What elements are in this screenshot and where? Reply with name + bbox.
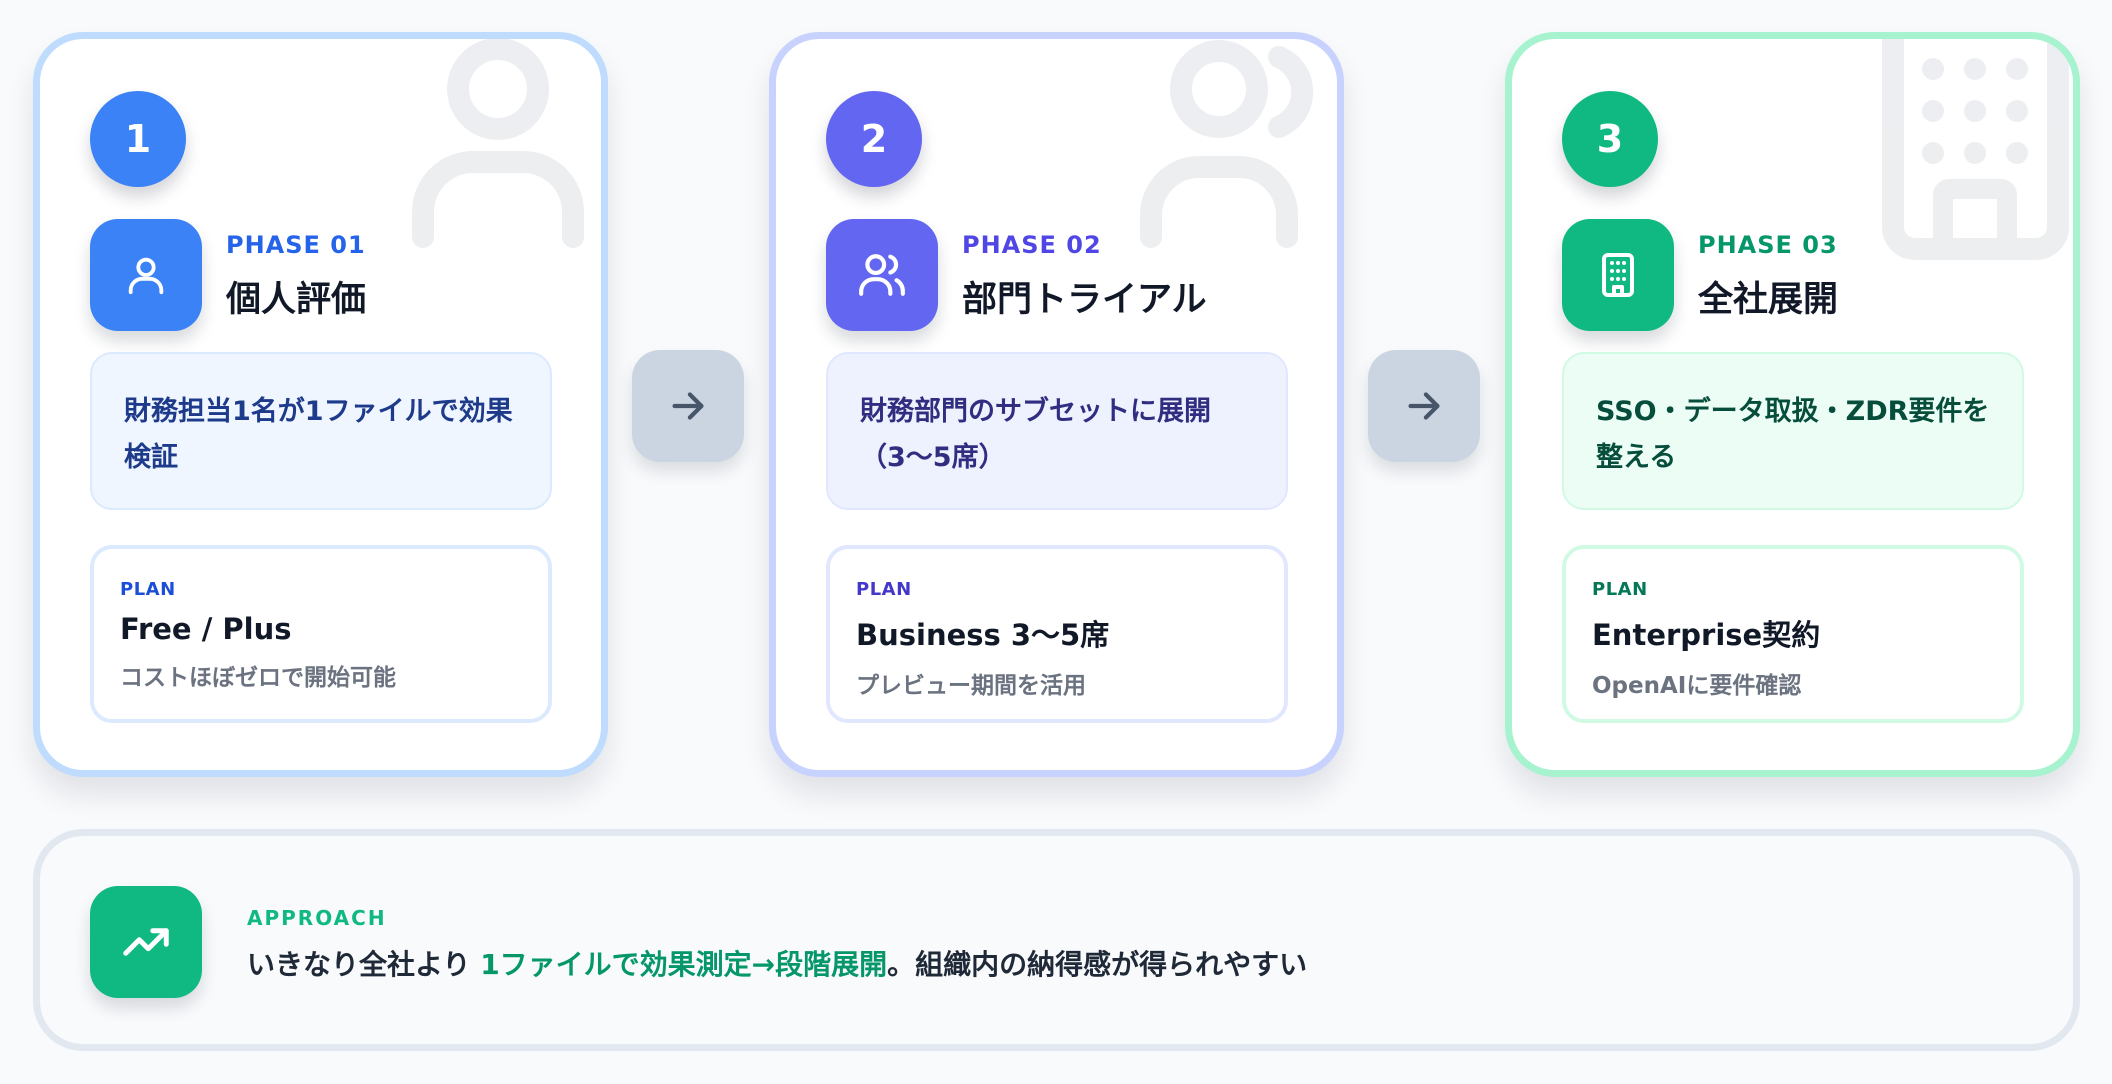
phase-card-3: 3 PHASE 03 全社展開 SSO・データ取扱・ZDR要件を整える PLAN… [1505, 32, 2080, 777]
user-watermark-icon [412, 39, 584, 248]
phase-description: 財務部門のサブセットに展開（3〜5席） [826, 352, 1288, 510]
plan-box: PLAN Business 3〜5席 プレビュー期間を活用 [826, 545, 1288, 723]
users-icon [826, 219, 938, 331]
plan-note: プレビュー期間を活用 [856, 673, 1086, 699]
building-icon [1562, 219, 1674, 331]
users-watermark-icon [1140, 40, 1314, 248]
phase-title: 部門トライアル [962, 280, 1207, 320]
plan-note: OpenAIに要件確認 [1592, 673, 1802, 699]
phase-title: 個人評価 [226, 280, 367, 320]
phase-card-2: 2 PHASE 02 部門トライアル 財務部門のサブセットに展開（3〜5席） P… [769, 32, 1344, 777]
arrow-right-icon [1368, 350, 1480, 462]
plan-name: Business 3〜5席 [856, 618, 1110, 652]
phase-number-badge: 1 [90, 91, 186, 187]
phase-title: 全社展開 [1698, 280, 1839, 320]
phase-description: SSO・データ取扱・ZDR要件を整える [1562, 352, 2024, 510]
plan-note: コストほぼゼロで開始可能 [120, 665, 396, 691]
phase-description: 財務担当1名が1ファイルで効果検証 [90, 352, 552, 510]
approach-label: APPROACH [247, 906, 387, 930]
phase-label: PHASE 03 [1698, 231, 1838, 259]
plan-name: Enterprise契約 [1592, 618, 1821, 652]
phase-card-1: 1 PHASE 01 個人評価 財務担当1名が1ファイルで効果検証 PLAN F… [33, 32, 608, 777]
approach-text: いきなり全社より 1ファイルで効果測定→段階展開。組織内の納得感が得られやすい [247, 943, 1307, 983]
phase-label: PHASE 01 [226, 231, 366, 259]
user-icon [90, 219, 202, 331]
plan-label: PLAN [120, 579, 176, 600]
approach-text-before: いきなり全社より [247, 948, 481, 981]
plan-label: PLAN [856, 579, 912, 600]
plan-name: Free / Plus [120, 612, 292, 646]
plan-box: PLAN Enterprise契約 OpenAIに要件確認 [1562, 545, 2024, 723]
arrow-right-icon [632, 350, 744, 462]
approach-text-after: 。組織内の納得感が得られやすい [887, 948, 1308, 981]
phase-label: PHASE 02 [962, 231, 1102, 259]
trending-up-icon [90, 886, 202, 998]
plan-box: PLAN Free / Plus コストほぼゼロで開始可能 [90, 545, 552, 723]
plan-label: PLAN [1592, 579, 1648, 600]
approach-text-highlight: 1ファイルで効果測定→段階展開 [480, 948, 888, 981]
phase-number-badge: 3 [1562, 91, 1658, 187]
approach-banner: APPROACH いきなり全社より 1ファイルで効果測定→段階展開。組織内の納得… [33, 829, 2080, 1051]
phase-number-badge: 2 [826, 91, 922, 187]
building-watermark-icon [1882, 39, 2069, 260]
